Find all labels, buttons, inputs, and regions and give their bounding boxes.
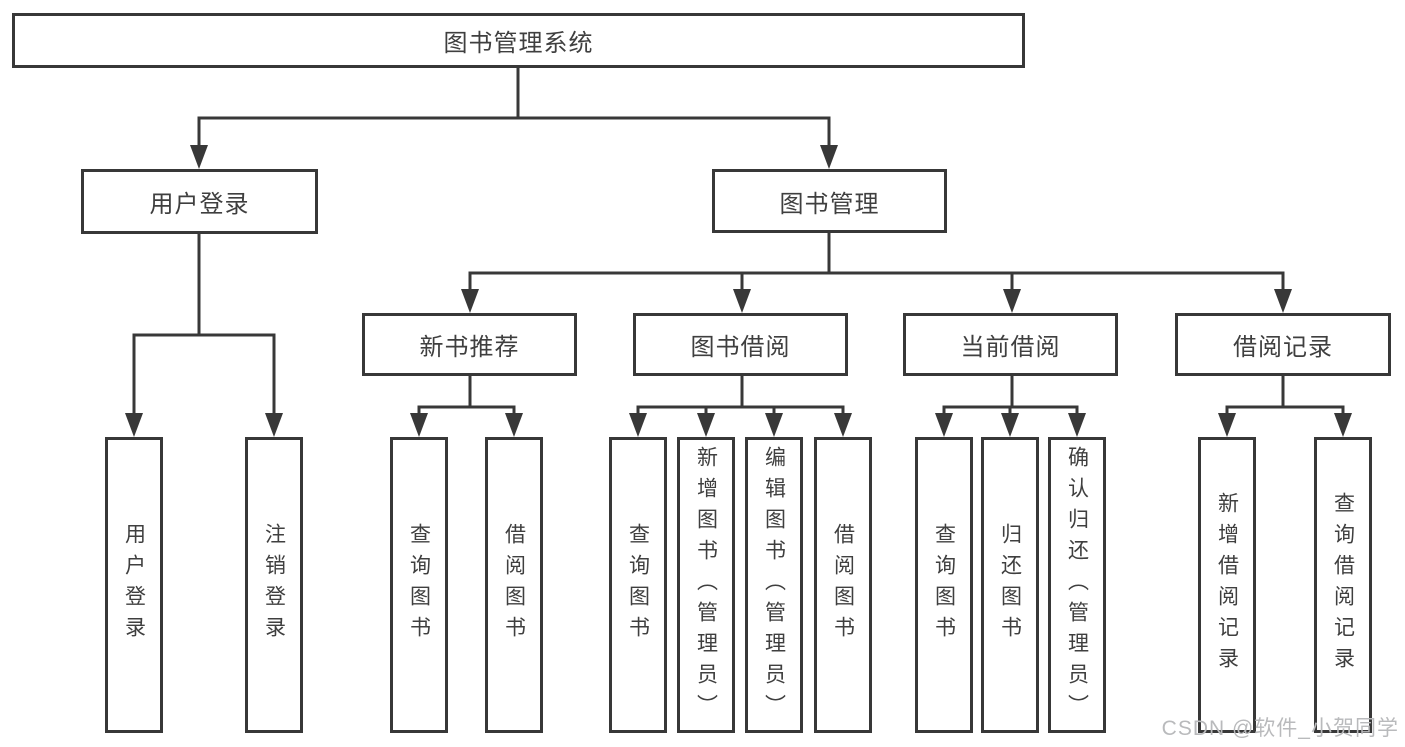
- leaf-query-book-2: 查询图书: [609, 437, 667, 733]
- csdn-watermark: CSDN @软件_小贺同学: [1161, 717, 1399, 740]
- leaf-return-book-label: 归还图书: [998, 523, 1022, 647]
- leaf-logout: 注销登录: [245, 437, 303, 733]
- leaf-query-borrow-record: 查询借阅记录: [1314, 437, 1372, 733]
- leaf-user-login: 用户登录: [105, 437, 163, 733]
- node-root-label: 图书管理系统: [443, 30, 594, 57]
- node-user-login-label: 用户登录: [149, 191, 250, 218]
- leaf-return-book: 归还图书: [981, 437, 1039, 733]
- leaf-edit-book-admin: 编辑图书（管理员）: [745, 437, 803, 733]
- leaf-borrow-book-1-label: 借阅图书: [502, 523, 526, 647]
- leaf-add-borrow-record-label: 新增借阅记录: [1215, 492, 1239, 678]
- leaf-add-book-admin: 新增图书（管理员）: [677, 437, 735, 733]
- node-current-borrow: 当前借阅: [903, 313, 1118, 376]
- leaf-confirm-return-admin-label: 确认归还（管理员）: [1065, 445, 1089, 725]
- leaf-query-borrow-record-label: 查询借阅记录: [1331, 492, 1355, 678]
- node-borrow-records: 借阅记录: [1175, 313, 1391, 376]
- leaf-add-book-admin-label: 新增图书（管理员）: [694, 445, 718, 725]
- leaf-query-book-1: 查询图书: [390, 437, 448, 733]
- leaf-borrow-book-2-label: 借阅图书: [831, 523, 855, 647]
- leaf-user-login-label: 用户登录: [122, 523, 146, 647]
- node-book-borrow-label: 图书借阅: [690, 334, 791, 361]
- leaf-add-borrow-record: 新增借阅记录: [1198, 437, 1256, 733]
- node-new-book-recommend: 新书推荐: [362, 313, 577, 376]
- node-root: 图书管理系统: [12, 13, 1025, 68]
- node-book-management-label: 图书管理: [779, 190, 880, 218]
- leaf-query-book-3: 查询图书: [915, 437, 973, 733]
- leaf-confirm-return-admin: 确认归还（管理员）: [1048, 437, 1106, 733]
- leaf-borrow-book-2: 借阅图书: [814, 437, 872, 733]
- leaf-query-book-2-label: 查询图书: [626, 523, 650, 647]
- node-book-management: 图书管理: [712, 169, 947, 233]
- node-user-login: 用户登录: [81, 169, 318, 234]
- node-current-borrow-label: 当前借阅: [960, 334, 1061, 361]
- node-borrow-records-label: 借阅记录: [1233, 334, 1333, 361]
- leaf-query-book-3-label: 查询图书: [932, 523, 956, 647]
- leaf-borrow-book-1: 借阅图书: [485, 437, 543, 733]
- node-new-book-recommend-label: 新书推荐: [419, 334, 520, 361]
- leaf-edit-book-admin-label: 编辑图书（管理员）: [762, 445, 786, 725]
- leaf-query-book-1-label: 查询图书: [407, 523, 431, 647]
- leaf-logout-label: 注销登录: [262, 523, 286, 647]
- node-book-borrow: 图书借阅: [633, 313, 848, 376]
